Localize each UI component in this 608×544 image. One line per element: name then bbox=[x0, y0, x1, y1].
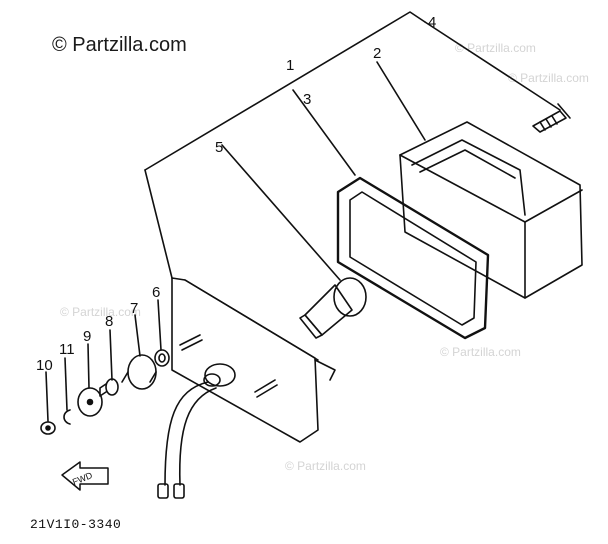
fwd-arrow-icon bbox=[61, 461, 109, 491]
bulb-part bbox=[299, 277, 367, 339]
washer-part bbox=[77, 387, 103, 417]
housing-part bbox=[171, 277, 336, 443]
callout-number: 2 bbox=[373, 45, 381, 62]
leader-8 bbox=[109, 329, 113, 381]
leader-6 bbox=[157, 299, 162, 351]
callout-number: 3 bbox=[303, 91, 311, 108]
nut-part bbox=[40, 421, 56, 435]
leader-3 bbox=[292, 89, 356, 176]
gasket-part bbox=[336, 176, 490, 340]
faint-watermark: © Partzilla.com bbox=[508, 71, 589, 85]
leader-2 bbox=[376, 61, 426, 141]
clip-part bbox=[63, 409, 71, 425]
callout-number: 1 bbox=[286, 57, 294, 74]
faint-watermark: © Partzilla.com bbox=[285, 459, 366, 473]
grommet-part bbox=[154, 349, 170, 367]
leader-10 bbox=[45, 371, 49, 422]
callout-number: 4 bbox=[428, 14, 436, 31]
faint-watermarks: © Partzilla.com © Partzilla.com © Partzi… bbox=[60, 41, 589, 473]
faint-watermark: © Partzilla.com bbox=[455, 41, 536, 55]
collar-part bbox=[99, 378, 119, 397]
callout-number: 5 bbox=[215, 139, 223, 156]
bracket-left-leg bbox=[144, 169, 173, 279]
rubber-part bbox=[121, 354, 157, 390]
callout-number: 7 bbox=[130, 300, 138, 317]
leader-9 bbox=[87, 343, 90, 389]
callout-bracket-group bbox=[144, 11, 561, 281]
diagram-part-code: 21V1I0-3340 bbox=[30, 517, 122, 532]
callout-number: 8 bbox=[105, 313, 113, 330]
faint-watermark: © Partzilla.com bbox=[60, 305, 141, 319]
faint-watermark: © Partzilla.com bbox=[440, 345, 521, 359]
wire-harness bbox=[157, 381, 217, 499]
callout-number: 10 bbox=[36, 357, 53, 374]
leader-7 bbox=[134, 314, 141, 357]
callout-number: 9 bbox=[83, 328, 91, 345]
leader-11 bbox=[64, 357, 68, 411]
callout-number: 6 bbox=[152, 284, 160, 301]
leader-5 bbox=[221, 144, 341, 281]
lens-part bbox=[399, 121, 583, 299]
leader-4 bbox=[424, 21, 561, 111]
screw-part bbox=[532, 103, 571, 133]
callout-numbers: 1 2 3 4 5 6 7 8 9 10 11 bbox=[36, 14, 436, 374]
bracket-upper bbox=[144, 11, 426, 171]
callout-number: 11 bbox=[59, 341, 75, 358]
grommet-hole bbox=[158, 353, 166, 363]
partzilla-watermark: © Partzilla.com bbox=[52, 34, 187, 56]
